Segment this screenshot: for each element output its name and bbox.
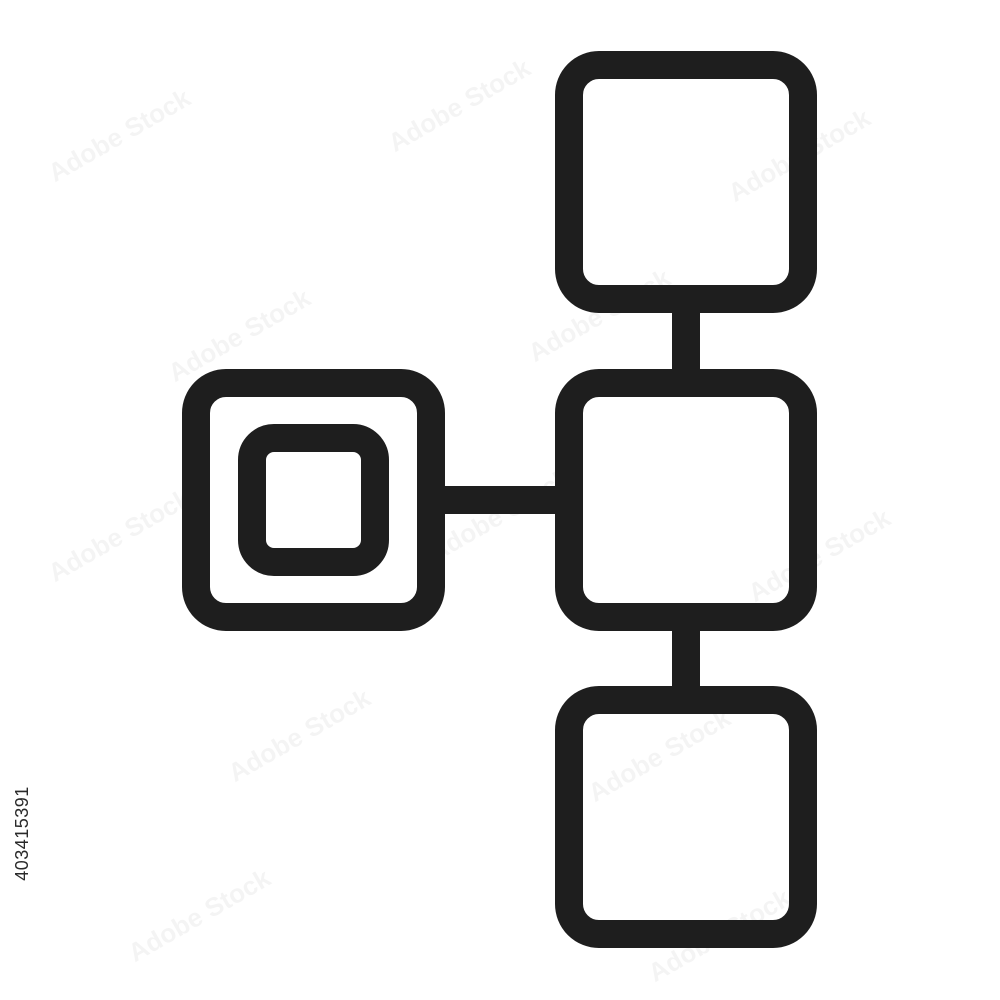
stock-id-label: 403415391 xyxy=(3,768,41,898)
stock-id-text: 403415391 xyxy=(11,785,32,881)
middle-node-box xyxy=(555,369,817,631)
top-node-box xyxy=(555,51,817,313)
left-node-box xyxy=(182,369,445,631)
bottom-node-box xyxy=(555,686,817,948)
left-node-inner-square xyxy=(238,424,389,576)
